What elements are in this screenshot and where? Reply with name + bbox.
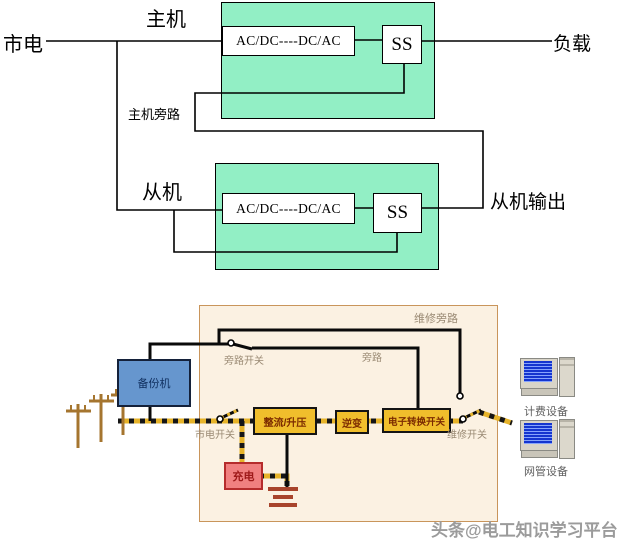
master-label: 主机	[146, 9, 186, 31]
maintenance-bypass-label: 维修旁路	[414, 313, 458, 325]
top-wiring	[46, 39, 552, 253]
mains-label: 市电	[3, 34, 43, 56]
monitor-icon	[520, 420, 558, 451]
bottom-wiring	[148, 328, 462, 487]
electronic-transfer-switch-box: 电子转换开关	[382, 408, 451, 433]
master-static-switch-label: SS	[391, 33, 413, 55]
load-label: 负载	[553, 34, 592, 55]
mains-switch-icon	[216, 408, 239, 423]
keyboard-icon	[521, 450, 558, 458]
maintenance-switch-label: 维修开关	[447, 430, 487, 441]
inverter-label: 逆变	[342, 418, 362, 430]
slave-output-label: 从机输出	[490, 192, 567, 213]
maintenance-switch-icon	[459, 408, 482, 423]
backup-unit-box: 备份机	[117, 359, 191, 407]
inverter-box: 逆变	[335, 410, 369, 434]
slave-converter-box: AC/DC----DC/AC	[222, 193, 355, 224]
computer-icon	[520, 419, 575, 459]
mains-switch-label: 市电开关	[195, 430, 235, 441]
billing-equipment-label: 计费设备	[524, 406, 568, 418]
computer-icon	[520, 357, 575, 397]
slave-static-switch-label: SS	[386, 202, 409, 223]
bypass-switch-icon	[227, 339, 253, 351]
tower-icon	[559, 357, 575, 397]
rectifier-boost-box: 整流/升压	[253, 407, 317, 435]
bypass-switch-label: 旁路开关	[224, 356, 264, 367]
bypass-label: 旁路	[362, 353, 382, 364]
keyboard-icon	[521, 388, 558, 396]
master-bypass-label: 主机旁路	[128, 107, 181, 122]
network-mgmt-equipment-label: 网管设备	[524, 466, 568, 478]
charger-label: 充电	[232, 471, 255, 483]
charger-box: 充电	[224, 462, 263, 490]
backup-unit-label: 备份机	[137, 378, 171, 390]
maintenance-bypass-terminal-icon	[456, 392, 464, 400]
slave-label: 从机	[142, 182, 182, 204]
master-static-switch-box: SS	[382, 25, 422, 64]
tower-icon	[559, 419, 575, 459]
watermark: 头条@电工知识学习平台	[431, 521, 618, 540]
master-converter-box: AC/DC----DC/AC	[222, 26, 355, 56]
slave-static-switch-box: SS	[373, 193, 422, 233]
master-converter-label: AC/DC----DC/AC	[236, 33, 341, 48]
monitor-icon	[520, 358, 558, 389]
electronic-transfer-switch-label: 电子转换开关	[387, 416, 445, 428]
rectifier-boost-label: 整流/升压	[263, 417, 307, 429]
slave-converter-label: AC/DC----DC/AC	[236, 200, 341, 216]
